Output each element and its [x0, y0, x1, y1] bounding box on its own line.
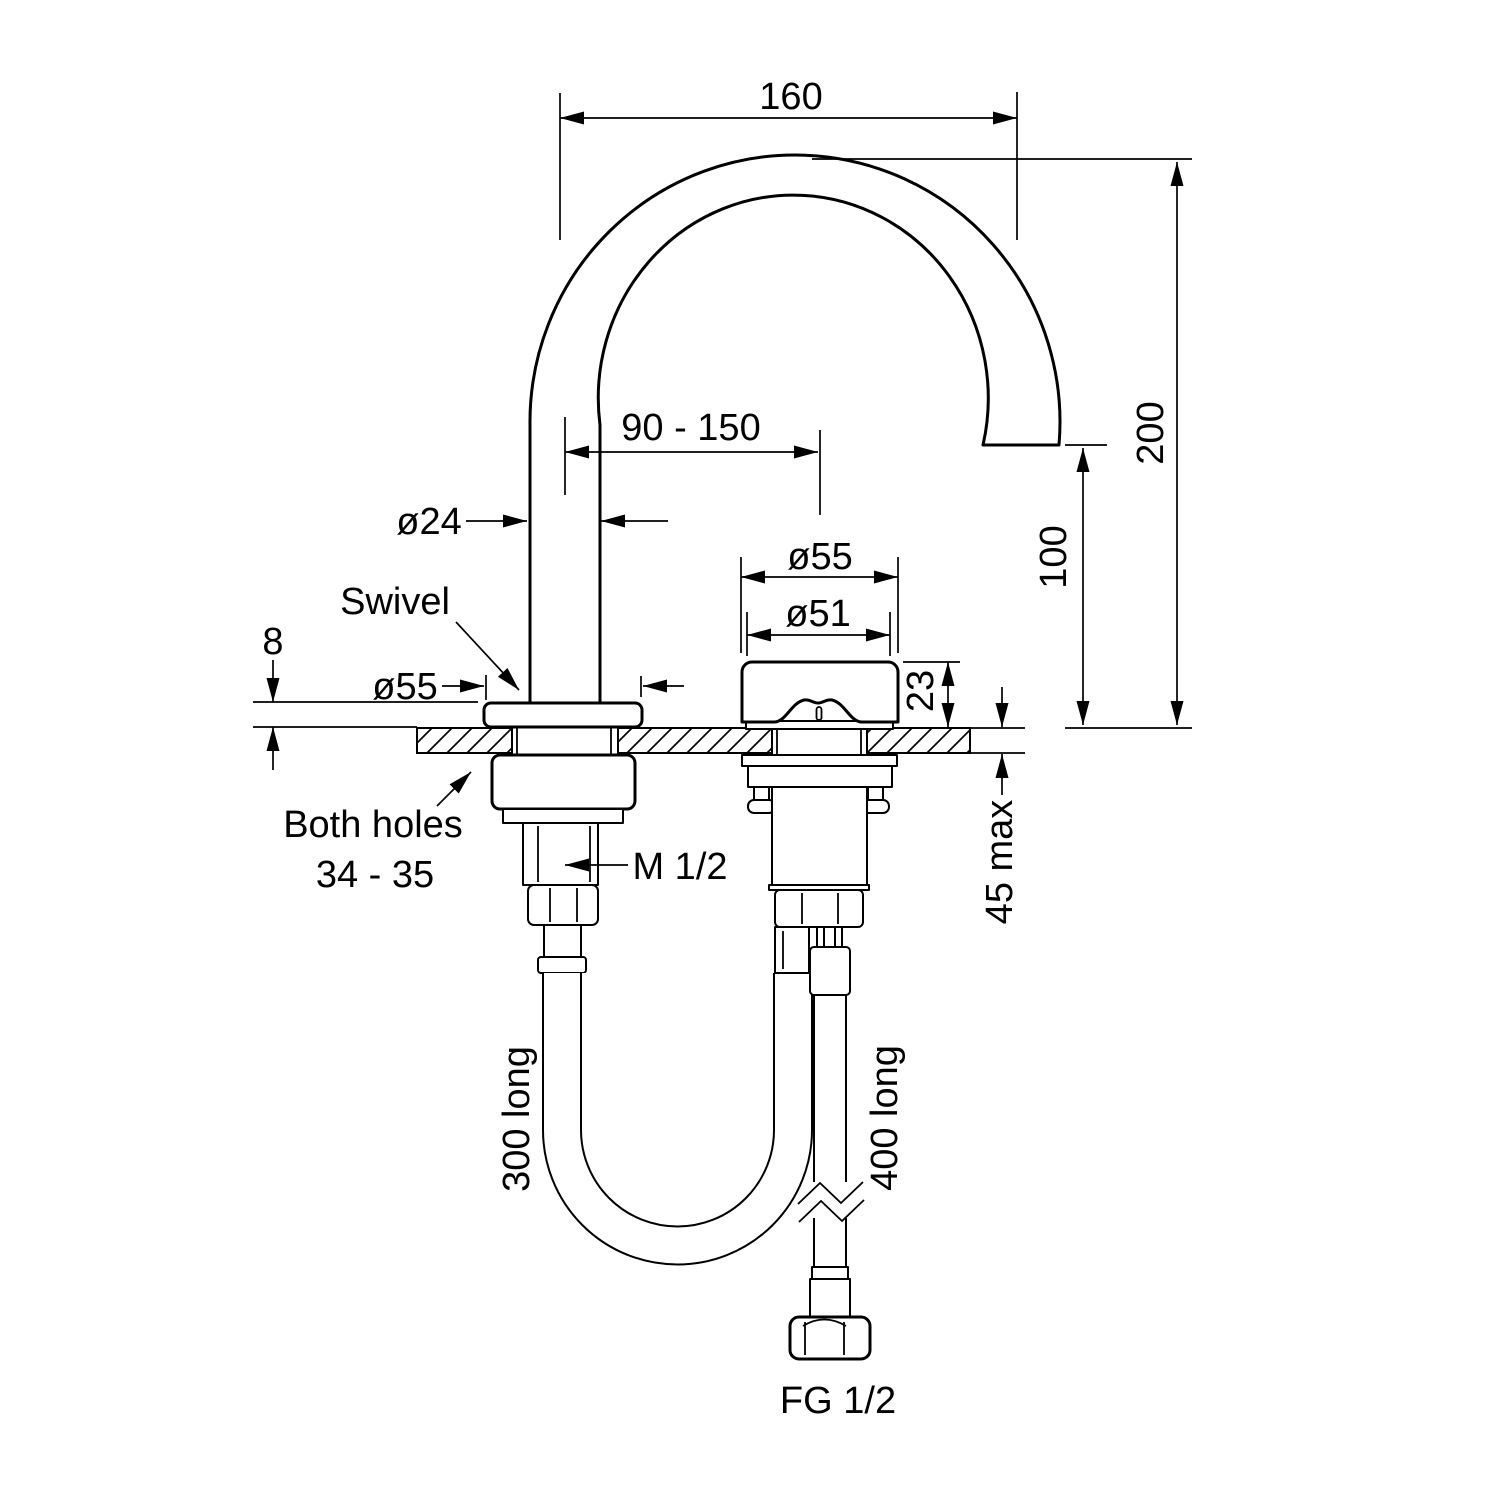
dim-label-hole-spacing: 90 - 150 [621, 407, 760, 449]
spout [482, 153, 1062, 729]
bench-hatch-left [416, 727, 513, 754]
valve-right-port-pin-1 [816, 926, 825, 948]
spout-hose-ferrule [537, 956, 587, 974]
valve-handle-outline [740, 660, 900, 724]
valve-cartridge-body [771, 786, 868, 886]
hose-end-hex-nut [788, 1315, 872, 1361]
pipe-break-symbol-upper [797, 1181, 864, 1205]
dim-label-bench-thickness: 45 max [979, 800, 1021, 925]
label-swivel: Swivel [340, 581, 450, 623]
dim-label-body-outer: ø55 [787, 536, 852, 578]
dim-label-body-inner: ø51 [785, 593, 850, 635]
spout-locknut [490, 753, 637, 811]
label-inlet-thread: M 1/2 [632, 846, 727, 888]
hose-400 [788, 995, 872, 1361]
hose-300 [542, 973, 813, 1266]
label-both-holes-line1: Both holes [283, 804, 463, 846]
bench-hatch-middle [617, 727, 773, 754]
hose-300-inner-edge [580, 973, 775, 1228]
leader-both-holes [436, 771, 472, 807]
clamp-screw-shaft-left [753, 786, 770, 801]
clamp-screw-shaft-right [867, 786, 884, 801]
valve-hex-section [774, 889, 864, 928]
valve-clamp-plate-upper [741, 754, 898, 767]
bench-cross-section [416, 727, 971, 754]
valve-left-port [774, 926, 810, 974]
spout-underbench-assembly [490, 753, 637, 974]
valve-clamp-plate-lower [747, 765, 893, 788]
valve-right-port-pin-2 [834, 926, 843, 948]
spout-threaded-tail [522, 822, 599, 886]
hose-nut-chamfer-arc [802, 1318, 847, 1327]
label-hose-300: 300 long [496, 1046, 538, 1192]
spout-outline [528, 153, 1062, 704]
leader-swivel [455, 621, 520, 691]
hose-end-collar [809, 1278, 851, 1318]
valve-base-plate [745, 720, 894, 730]
dimension-annotations: 160 200 100 90 - 150 ø24 Swivel 8 ø55 [253, 76, 1192, 1422]
pipe-break-symbol-lower [798, 1199, 865, 1223]
dim-label-overall-height: 200 [1130, 401, 1172, 464]
label-hose-400: 400 long [864, 1045, 906, 1191]
hose-end-ferrule [811, 1266, 849, 1280]
label-both-holes-line2: 34 - 35 [316, 854, 434, 896]
spout-hose-tail [543, 924, 582, 958]
dim-label-flange-height: 8 [262, 621, 283, 663]
dim-label-body-height: 23 [900, 670, 942, 712]
spout-washer [502, 808, 624, 824]
dim-label-spout-diameter: ø24 [396, 501, 461, 543]
valve-underbench-assembly [741, 754, 898, 996]
handle-indicator-slot [815, 706, 823, 721]
spout-flange [482, 701, 644, 729]
valve-body [740, 660, 900, 730]
spout-hex-nut [527, 884, 599, 926]
bench-hatch-right [866, 727, 971, 754]
dim-label-outlet-height: 100 [1033, 525, 1075, 588]
label-hose-end-thread: FG 1/2 [780, 1380, 896, 1422]
clamp-screw-head-left [747, 799, 776, 814]
dim-label-overall-width: 160 [759, 76, 822, 118]
valve-right-port-ferrule [809, 946, 851, 996]
dim-label-flange-diameter: ø55 [372, 666, 437, 708]
